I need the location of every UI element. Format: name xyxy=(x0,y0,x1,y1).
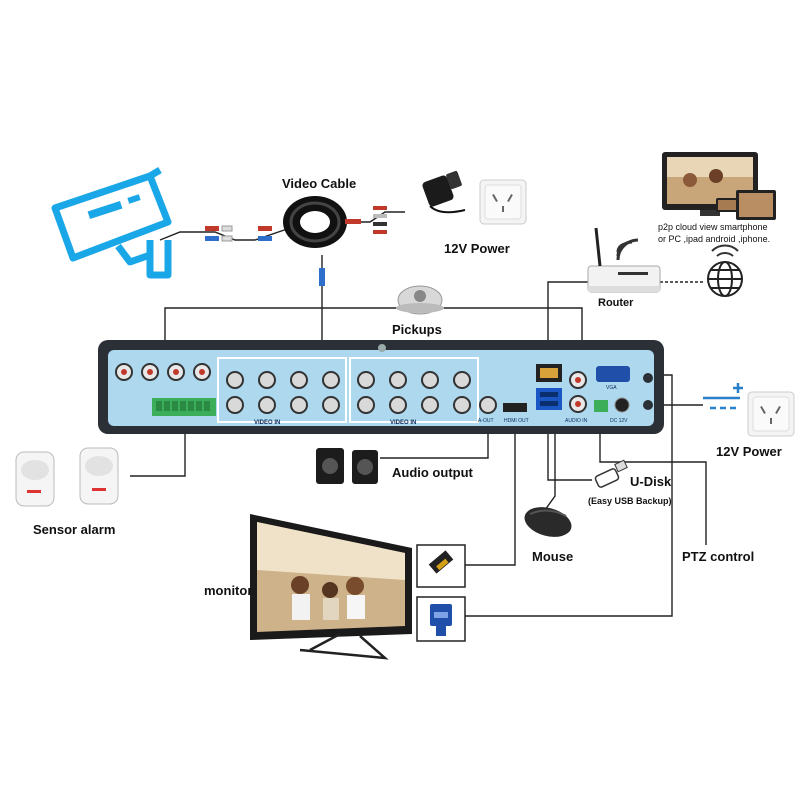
sensor-line xyxy=(130,418,186,477)
rs485-port xyxy=(594,400,608,412)
usb-backup-label: (Easy USB Backup) xyxy=(588,496,672,506)
ptz-control-label: PTZ control xyxy=(682,549,755,564)
mouse-line xyxy=(544,410,556,511)
hdmi-port xyxy=(503,403,527,412)
vga-port xyxy=(596,366,630,382)
audio-in-ports xyxy=(115,363,211,381)
pickups-label: Pickups xyxy=(392,322,442,337)
video-in-group-right xyxy=(349,357,479,423)
cloud-devices-icon xyxy=(662,152,776,220)
video-cable-coil-icon xyxy=(283,196,347,248)
cloud-text-line2: or PC ,ipad android ,iphone. xyxy=(658,234,771,244)
usb-ports xyxy=(536,388,562,410)
monitor-label: monitor xyxy=(204,583,253,598)
video-in-right-label: VIDEO IN xyxy=(390,420,417,426)
wireless-arcs-icon xyxy=(711,244,739,257)
sensor-alarm-label: Sensor alarm xyxy=(33,522,116,537)
wall-socket-right-icon xyxy=(747,391,795,437)
vga-cable-icon xyxy=(416,596,466,642)
audio-in-label: AUDIO IN xyxy=(565,418,588,424)
a-out-port xyxy=(479,396,497,414)
power-adapter-icon xyxy=(422,170,466,214)
pir-sensor-icon xyxy=(15,447,119,507)
audio-output-label: Audio output xyxy=(392,465,473,480)
hdmi-line xyxy=(465,410,516,566)
wall-socket-top-icon xyxy=(479,179,527,225)
speakers-icon xyxy=(316,448,378,484)
video-cable-label: Video Cable xyxy=(282,176,357,191)
router-label: Router xyxy=(598,297,634,309)
mouse-label: Mouse xyxy=(532,549,574,564)
wifi-icon xyxy=(616,238,639,261)
hdmi-out-label: HDMI OUT xyxy=(504,418,529,424)
alarm-terminal-block xyxy=(152,398,216,416)
globe-icon xyxy=(707,261,743,297)
hdmi-cable-icon xyxy=(416,544,466,588)
video-in-group-left xyxy=(217,357,347,423)
dc12v-label: DC 12V xyxy=(610,418,628,424)
video-in-left-label: VIDEO IN xyxy=(254,420,281,426)
dc-symbol-icon xyxy=(703,383,743,410)
vga-label: VGA xyxy=(606,385,617,391)
cloud-text-line1: p2p cloud view smartphone xyxy=(658,222,768,232)
u-disk-icon xyxy=(594,459,628,488)
a-out-label: A-OUT xyxy=(478,418,494,424)
pickup-microphone-icon xyxy=(396,285,444,315)
monitor-icon xyxy=(250,514,412,660)
power-right-label: 12V Power xyxy=(716,444,782,459)
power-top-label: 12V Power xyxy=(444,241,510,256)
mouse-icon xyxy=(524,507,572,537)
router-icon xyxy=(587,227,661,293)
bnc-ports xyxy=(226,371,471,414)
u-disk-label: U-Disk xyxy=(630,474,672,489)
rca-connectors-icon xyxy=(205,206,387,286)
cctv-camera-icon xyxy=(51,166,172,279)
ptz-line xyxy=(599,412,707,545)
dvr-recorder xyxy=(98,340,664,434)
dc-power-port xyxy=(614,397,630,413)
